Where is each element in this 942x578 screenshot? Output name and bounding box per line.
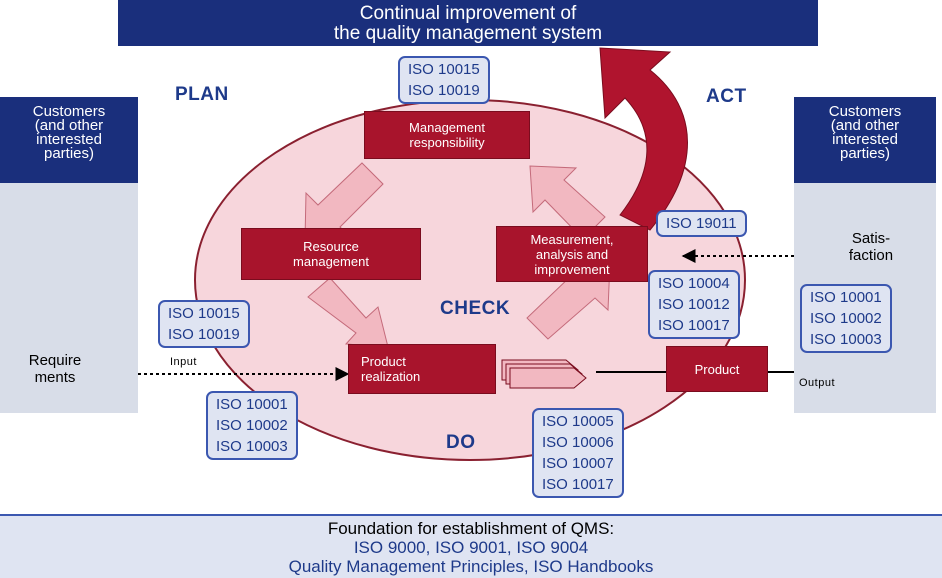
left-customers-line: (and other — [34, 117, 104, 134]
satisfaction-label: Satis- faction — [826, 230, 916, 264]
foundation-principles: Quality Management Principles, ISO Handb… — [288, 557, 654, 576]
satisfaction-line: Satis- — [851, 230, 891, 247]
iso-standard: ISO 10002 — [216, 417, 288, 434]
process-label: Measurement, — [530, 231, 614, 247]
iso-standard: ISO 10001 — [810, 289, 882, 306]
iso-standard: ISO 10015 — [168, 305, 240, 322]
iso-standard: ISO 19011 — [666, 215, 737, 232]
iso-standard: ISO 10019 — [168, 326, 240, 343]
iso-standard: ISO 10019 — [408, 82, 480, 99]
management-responsibility-box: Management responsibility — [364, 111, 530, 159]
title-line-1: Continual improvement of — [359, 3, 577, 24]
process-label: realization — [361, 369, 421, 384]
process-label: management — [293, 254, 369, 269]
phase-act: ACT — [706, 86, 747, 107]
iso-standard: ISO 10017 — [542, 476, 614, 493]
requirements-line: Require — [28, 352, 82, 369]
right-customers-line: interested — [832, 131, 898, 148]
iso-standard: ISO 10002 — [810, 310, 882, 327]
requirements-label: Require ments — [14, 352, 96, 386]
foundation-standards: ISO 9000, ISO 9001, ISO 9004 — [353, 538, 589, 557]
phase-do: DO — [446, 432, 476, 453]
left-customers-line: interested — [36, 131, 102, 148]
iso-box-top: ISO 10015 ISO 10019 — [398, 56, 490, 104]
iso-standard: ISO 10001 — [216, 396, 288, 413]
left-customers-header: Customers (and other interested parties) — [0, 97, 138, 183]
iso-standard: ISO 10007 — [542, 455, 614, 472]
process-label: responsibility — [409, 135, 485, 150]
iso-standard: ISO 10005 — [542, 413, 614, 430]
product-box: Product — [666, 346, 768, 392]
left-customers-line: parties) — [43, 145, 95, 162]
phase-plan: PLAN — [175, 84, 229, 105]
iso-box-bottom-mid: ISO 10005 ISO 10006 ISO 10007 ISO 10017 — [532, 408, 624, 498]
process-label: Management — [409, 120, 485, 135]
input-label: Input — [170, 356, 197, 368]
title-line-2: the quality management system — [333, 23, 603, 44]
right-customers-panel: Customers (and other interested parties) — [794, 97, 936, 413]
resource-management-box: Resource management — [241, 228, 421, 280]
iso-standard: ISO 10006 — [542, 434, 614, 451]
iso-box-19011: ISO 19011 — [656, 210, 747, 237]
process-label: analysis and — [535, 246, 609, 262]
process-label: Product — [694, 361, 740, 377]
iso-standard: ISO 10015 — [408, 61, 480, 78]
left-customers-panel: Customers (and other interested parties) — [0, 97, 138, 413]
foundation-panel: Foundation for establishment of QMS: ISO… — [0, 514, 942, 578]
product-realization-box: Product realization — [348, 344, 496, 394]
foundation-heading: Foundation for establishment of QMS: — [327, 519, 615, 538]
satisfaction-line: faction — [848, 247, 894, 264]
phase-check: CHECK — [440, 298, 511, 319]
iso-box-bottom-left: ISO 10001 ISO 10002 ISO 10003 — [206, 391, 298, 460]
title-banner: Continual improvement of the quality man… — [118, 0, 818, 46]
left-customers-line: Customers — [32, 103, 106, 120]
iso-box-far-right: ISO 10001 ISO 10002 ISO 10003 — [800, 284, 892, 353]
output-label: Output — [799, 377, 836, 389]
iso-standard: ISO 10017 — [658, 317, 730, 334]
iso-standard: ISO 10003 — [216, 438, 288, 455]
iso-box-right-mid: ISO 10004 ISO 10012 ISO 10017 — [648, 270, 740, 339]
right-customers-line: parties) — [839, 145, 891, 162]
iso-standard: ISO 10012 — [658, 296, 730, 313]
measurement-analysis-box: Measurement, analysis and improvement — [496, 226, 648, 282]
cycle-arrows — [304, 162, 611, 348]
realization-flow-icon — [501, 359, 587, 389]
improvement-arrow — [599, 47, 688, 231]
right-customers-header: Customers (and other interested parties) — [794, 97, 936, 183]
right-customers-line: Customers — [828, 103, 902, 120]
iso-standard: ISO 10003 — [810, 331, 882, 348]
process-label: improvement — [534, 261, 610, 277]
process-label: Product — [361, 354, 406, 369]
right-customers-line: (and other — [830, 117, 900, 134]
requirements-line: ments — [34, 369, 76, 386]
iso-standard: ISO 10004 — [658, 275, 730, 292]
process-label: Resource — [303, 239, 359, 254]
iso-box-left-mid: ISO 10015 ISO 10019 — [158, 300, 250, 348]
